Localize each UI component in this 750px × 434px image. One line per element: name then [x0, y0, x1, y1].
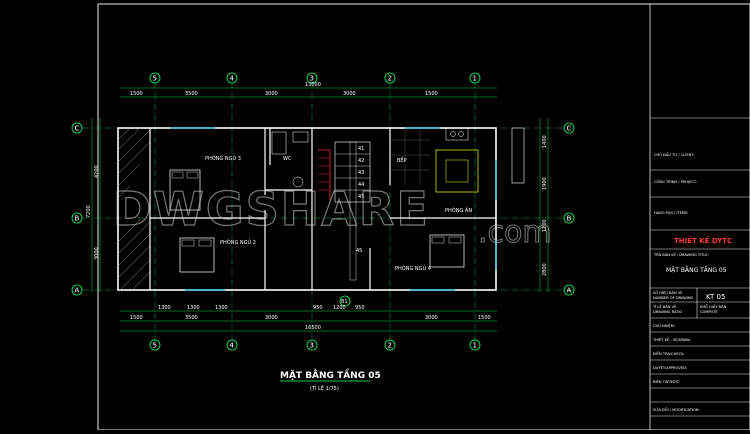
dim-text: 3000	[94, 247, 100, 260]
dim-text: 1500	[425, 91, 438, 97]
dining-table	[435, 127, 479, 193]
dim-text: 7200	[86, 205, 92, 218]
axis-bubbles-top: 5 4 3 2 1	[149, 72, 481, 84]
tb-brand: THIẾT KẾ DYTC	[674, 235, 732, 245]
stair-number: 45	[358, 194, 364, 200]
tb-drawing-name-label: TÊN BẢN VẼ / DRAWING TITLE:	[653, 252, 709, 257]
stair-number: 42	[358, 158, 364, 164]
dim-text: 2800	[542, 263, 548, 276]
dim-text: 1200	[542, 219, 548, 232]
dim-text: 3000	[265, 315, 278, 321]
plan-scale: (TỈ LỆ 1/75)	[310, 384, 339, 392]
axis-label: 1	[473, 75, 477, 83]
axis-label: 2	[388, 75, 392, 83]
axis-label: 2	[388, 342, 392, 350]
tb-size-label: KHỔ GIẤY BẢN	[700, 304, 727, 309]
room-label-bed-2: PHÒNG NGỦ 2	[220, 238, 256, 246]
kitchen-area	[390, 128, 430, 185]
axis-label: B	[567, 215, 572, 223]
axis-label: C	[567, 125, 572, 133]
bed-room-2	[179, 237, 215, 273]
room-label-bed-3: PHÒNG NGỦ 3	[205, 154, 241, 162]
tb-project-label: CÔNG TRÌNH / PROJECT:	[654, 179, 697, 184]
axis-label: C	[75, 125, 80, 133]
dim-text: 3500	[185, 315, 198, 321]
axis-label: A	[567, 287, 572, 295]
tb-number-label-en: NUMBER OF DRAWING	[653, 296, 694, 300]
watermark-domain: .com	[478, 215, 552, 250]
watermark-text: DWGSHARE	[113, 182, 430, 236]
stair-number: 44	[358, 182, 364, 188]
tb-drawing-number: KT 05	[706, 293, 725, 301]
dim-text: 1500	[478, 315, 491, 321]
tb-number-label: SỐ HIỆU BẢN VẼ	[653, 290, 683, 295]
tb-items-label: HẠNG MỤC/ ITEMS:	[654, 211, 689, 215]
dim-text: 3500	[185, 91, 198, 97]
dim-text: 13000	[305, 82, 321, 88]
plan-title: MẶT BẰNG TẦNG 05	[280, 368, 381, 381]
axis-label: B	[75, 215, 80, 223]
stair-number: 43	[358, 170, 364, 176]
tb-client-label: CHỦ ĐẦU TƯ / CLIENT:	[654, 152, 694, 157]
axis-label: 3	[310, 75, 314, 83]
axis-bubbles-sides: C B A C B A B1	[71, 122, 575, 307]
wc-fixtures	[271, 131, 309, 188]
room-label-kitchen: BẾP	[397, 156, 407, 164]
title-block: CHỦ ĐẦU TƯ / CLIENT: CÔNG TRÌNH / PROJEC…	[649, 3, 750, 431]
tb-scale-label-en: DRAWING RATIO	[653, 310, 682, 314]
dim-text: 16500	[305, 325, 321, 331]
bed-room-3	[169, 169, 201, 211]
interior-walls	[149, 128, 496, 290]
axis-label: 5	[153, 75, 157, 83]
balcony	[511, 127, 525, 184]
dimension-lines-bottom: 1300 1300 1300 950 1200 950 1500 3500 30…	[120, 305, 497, 332]
axis-label: 4	[230, 342, 235, 350]
dim-text: 1500	[130, 315, 143, 321]
exterior-walls	[117, 127, 497, 291]
axis-label: 5	[153, 342, 157, 350]
tb-scale-label: TỈ LỆ BẢN VẼ	[652, 304, 677, 309]
tb-drawing-name: MẶT BẰNG TẦNG 05	[666, 266, 727, 274]
stair-number: 41	[358, 146, 364, 152]
dim-text: 3000	[265, 91, 278, 97]
tb-footer-row: SỬA ĐỔI / MODIFICATION:	[653, 407, 700, 412]
tb-footer-row: CHỦ NHIỆM:	[653, 323, 675, 328]
axis-label: 3	[310, 342, 314, 350]
dim-text: 1300	[187, 305, 200, 311]
dim-text: 950	[355, 305, 365, 311]
room-label-dining: PHÒNG ĂN	[445, 207, 472, 214]
dim-text: 1300	[158, 305, 171, 311]
dimension-lines-top: 1500 3500 3000 3000 1500 13000	[120, 82, 497, 98]
dim-text: 950	[313, 305, 323, 311]
terrace-hatch	[117, 126, 151, 291]
tb-footer-row: BIÊN TẬP/EDIT:	[653, 379, 680, 384]
stair-number: 45	[356, 248, 362, 254]
axis-label: A	[75, 287, 80, 295]
staircase: 41 42 43 44 45 45	[318, 141, 371, 281]
dim-text: 1400	[542, 135, 548, 148]
room-label-bed-4: PHÒNG NGỦ 4	[395, 264, 431, 272]
windows	[170, 127, 497, 291]
tb-footer-row: DUYỆT/APPROVED:	[653, 365, 687, 370]
dim-text: 1900	[542, 177, 548, 190]
axis-label: 1	[473, 342, 477, 350]
dim-text: 1500	[130, 91, 143, 97]
tb-footer-row: THIẾT KẾ - VẼ/DRAW:	[652, 336, 691, 342]
dim-text: 3000	[343, 91, 356, 97]
room-label-wc: WC	[283, 156, 292, 162]
bed-room-4	[429, 234, 465, 268]
sub-axis-label: B1	[341, 299, 348, 305]
axis-bubbles-bottom: 5 4 3 2 1	[149, 339, 481, 351]
dim-text: 3000	[425, 315, 438, 321]
tb-size-label-en: COMPUTE	[700, 310, 718, 314]
dim-text: 1300	[215, 305, 228, 311]
dim-text: 1200	[333, 305, 346, 311]
tb-footer-row: KIỂM TRA/CHECK:	[653, 351, 685, 356]
dimension-lines-sides: 4200 3000 7200 1400 1900 1200 2800	[86, 118, 549, 292]
axis-label: 4	[230, 75, 235, 83]
dim-text: 4200	[94, 165, 100, 178]
